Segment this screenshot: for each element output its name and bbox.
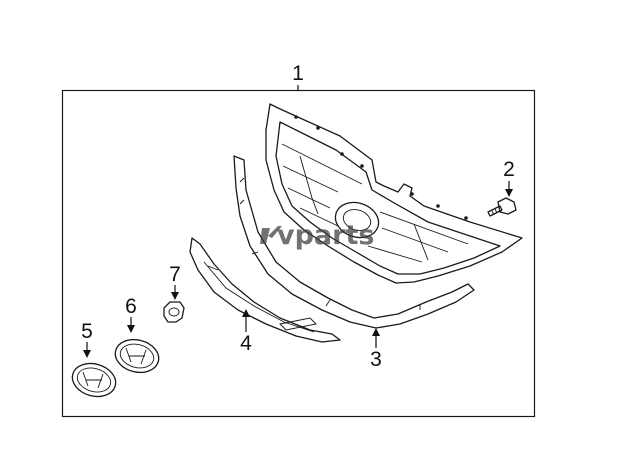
grille-slat	[381, 227, 449, 253]
watermark-text: vparts	[277, 220, 374, 251]
leader-5-arrow	[83, 350, 91, 358]
diagram-frame	[61, 89, 536, 418]
callout-1: 1	[292, 62, 304, 85]
grille-slat	[287, 187, 331, 209]
screw-shank	[487, 205, 503, 217]
callout-2: 2	[503, 158, 515, 181]
grille-emblem-inner	[342, 209, 372, 231]
watermark-logo: vparts	[260, 220, 374, 251]
emblem-lower-outer	[71, 362, 117, 398]
screw-head	[497, 197, 517, 215]
emblem-lower-inner	[76, 367, 112, 393]
callout-5: 5	[81, 320, 93, 343]
grille-mount-hole	[294, 115, 298, 119]
lower-molding-tab	[239, 177, 421, 310]
grille-mount-hole	[410, 192, 414, 196]
screw-thread	[491, 208, 498, 216]
lower-trim-inner	[203, 261, 315, 333]
leader-6-arrow	[127, 325, 135, 333]
clip-body	[163, 301, 185, 323]
emblem-upper-h	[125, 347, 147, 365]
grille-mount-hole	[316, 126, 320, 130]
grille-slat	[413, 223, 429, 261]
emblem-upper	[114, 338, 160, 374]
grille-mount-hole	[464, 216, 468, 220]
leader-4-arrow	[242, 309, 250, 317]
grille-slat	[367, 245, 423, 263]
grille-outer-outline	[265, 103, 523, 284]
callout-3: 3	[370, 348, 382, 371]
grille-slat	[281, 143, 363, 185]
screw	[487, 197, 517, 217]
clip-nut	[163, 301, 185, 323]
leader-2-arrow	[505, 189, 513, 197]
grille-inner-outline	[275, 121, 501, 275]
watermark-logo-mark	[260, 226, 282, 244]
grille-assembly	[265, 103, 523, 284]
callout-6: 6	[125, 295, 137, 318]
emblem-lower	[71, 362, 117, 398]
emblem-upper-inner	[119, 343, 155, 369]
emblem-lower-h	[82, 371, 104, 389]
lower-molding	[233, 155, 475, 329]
grille-mount-hole	[340, 152, 344, 156]
grille-mount-hole	[436, 204, 440, 208]
grille-slat	[299, 155, 319, 215]
lower-trim-clip	[279, 317, 317, 331]
grille-emblem-recess	[334, 201, 380, 239]
grille-mount-hole	[360, 164, 364, 168]
callout-4: 4	[240, 332, 252, 355]
leader-7-arrow	[171, 292, 179, 300]
lower-trim	[189, 237, 341, 343]
emblem-upper-outer	[114, 338, 160, 374]
leader-3-arrow	[372, 328, 380, 336]
clip-hole	[168, 307, 180, 317]
lower-trim-detail	[207, 265, 219, 271]
grille-slat	[282, 165, 339, 193]
grille-slat	[379, 211, 469, 245]
grille-slat	[299, 207, 339, 227]
callout-7: 7	[169, 263, 181, 286]
